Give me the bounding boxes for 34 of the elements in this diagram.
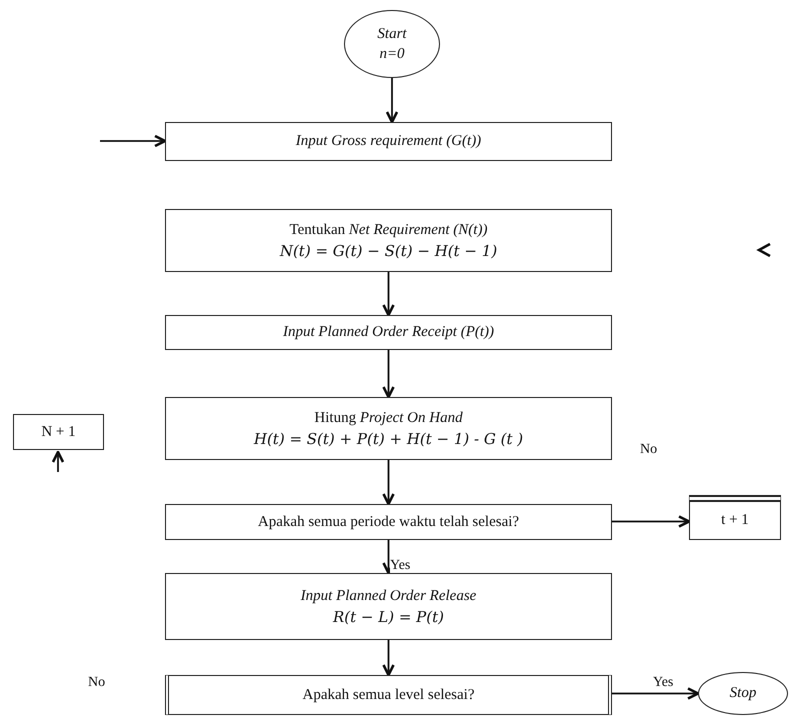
process-box: [165, 209, 612, 272]
node-text: N + 1: [41, 422, 76, 442]
node-text: n=0: [379, 45, 405, 64]
arrow: [382, 350, 395, 398]
decision-box: [165, 675, 612, 715]
arrow: [386, 78, 398, 124]
process-box: [165, 397, 612, 460]
node-text: Input Planned Order Release: [300, 587, 476, 606]
arrow: [382, 460, 395, 506]
arrow: [612, 515, 690, 528]
node-text: Input Gross requirement (G(t)): [296, 132, 482, 152]
edge-label: Yes: [390, 559, 410, 573]
formula-text: H(t) = S(t) + P(t) + H(t − 1) - G (t ): [254, 428, 524, 449]
arrow: [100, 134, 166, 148]
input-box: [165, 122, 612, 161]
arrow: [382, 272, 395, 316]
input-box: [165, 315, 612, 350]
node-text: Apakah semua periode waktu telah selesai?: [258, 512, 520, 532]
node-text: t + 1: [721, 511, 749, 530]
formula-text: R(t − L) = P(t): [332, 606, 444, 627]
formula-text: N(t) = G(t) − S(t) − H(t − 1): [280, 240, 498, 261]
arrow: [52, 450, 64, 472]
arrow: [612, 687, 700, 700]
node-text: Input Planned Order Receipt (P(t)): [282, 323, 494, 342]
node-text: Start: [377, 24, 407, 44]
node-text: Stop: [730, 684, 756, 704]
node-text: Apakah semua level selesai?: [302, 686, 474, 705]
process-box: [689, 495, 781, 540]
output-box: [165, 573, 612, 640]
arrow: [382, 640, 395, 676]
decision-box: [165, 504, 612, 540]
process-box: [13, 414, 104, 450]
node-text: Tentukan Net Requirement (N(t)): [290, 221, 488, 240]
node-text: Hitung Project On Hand: [314, 409, 463, 428]
